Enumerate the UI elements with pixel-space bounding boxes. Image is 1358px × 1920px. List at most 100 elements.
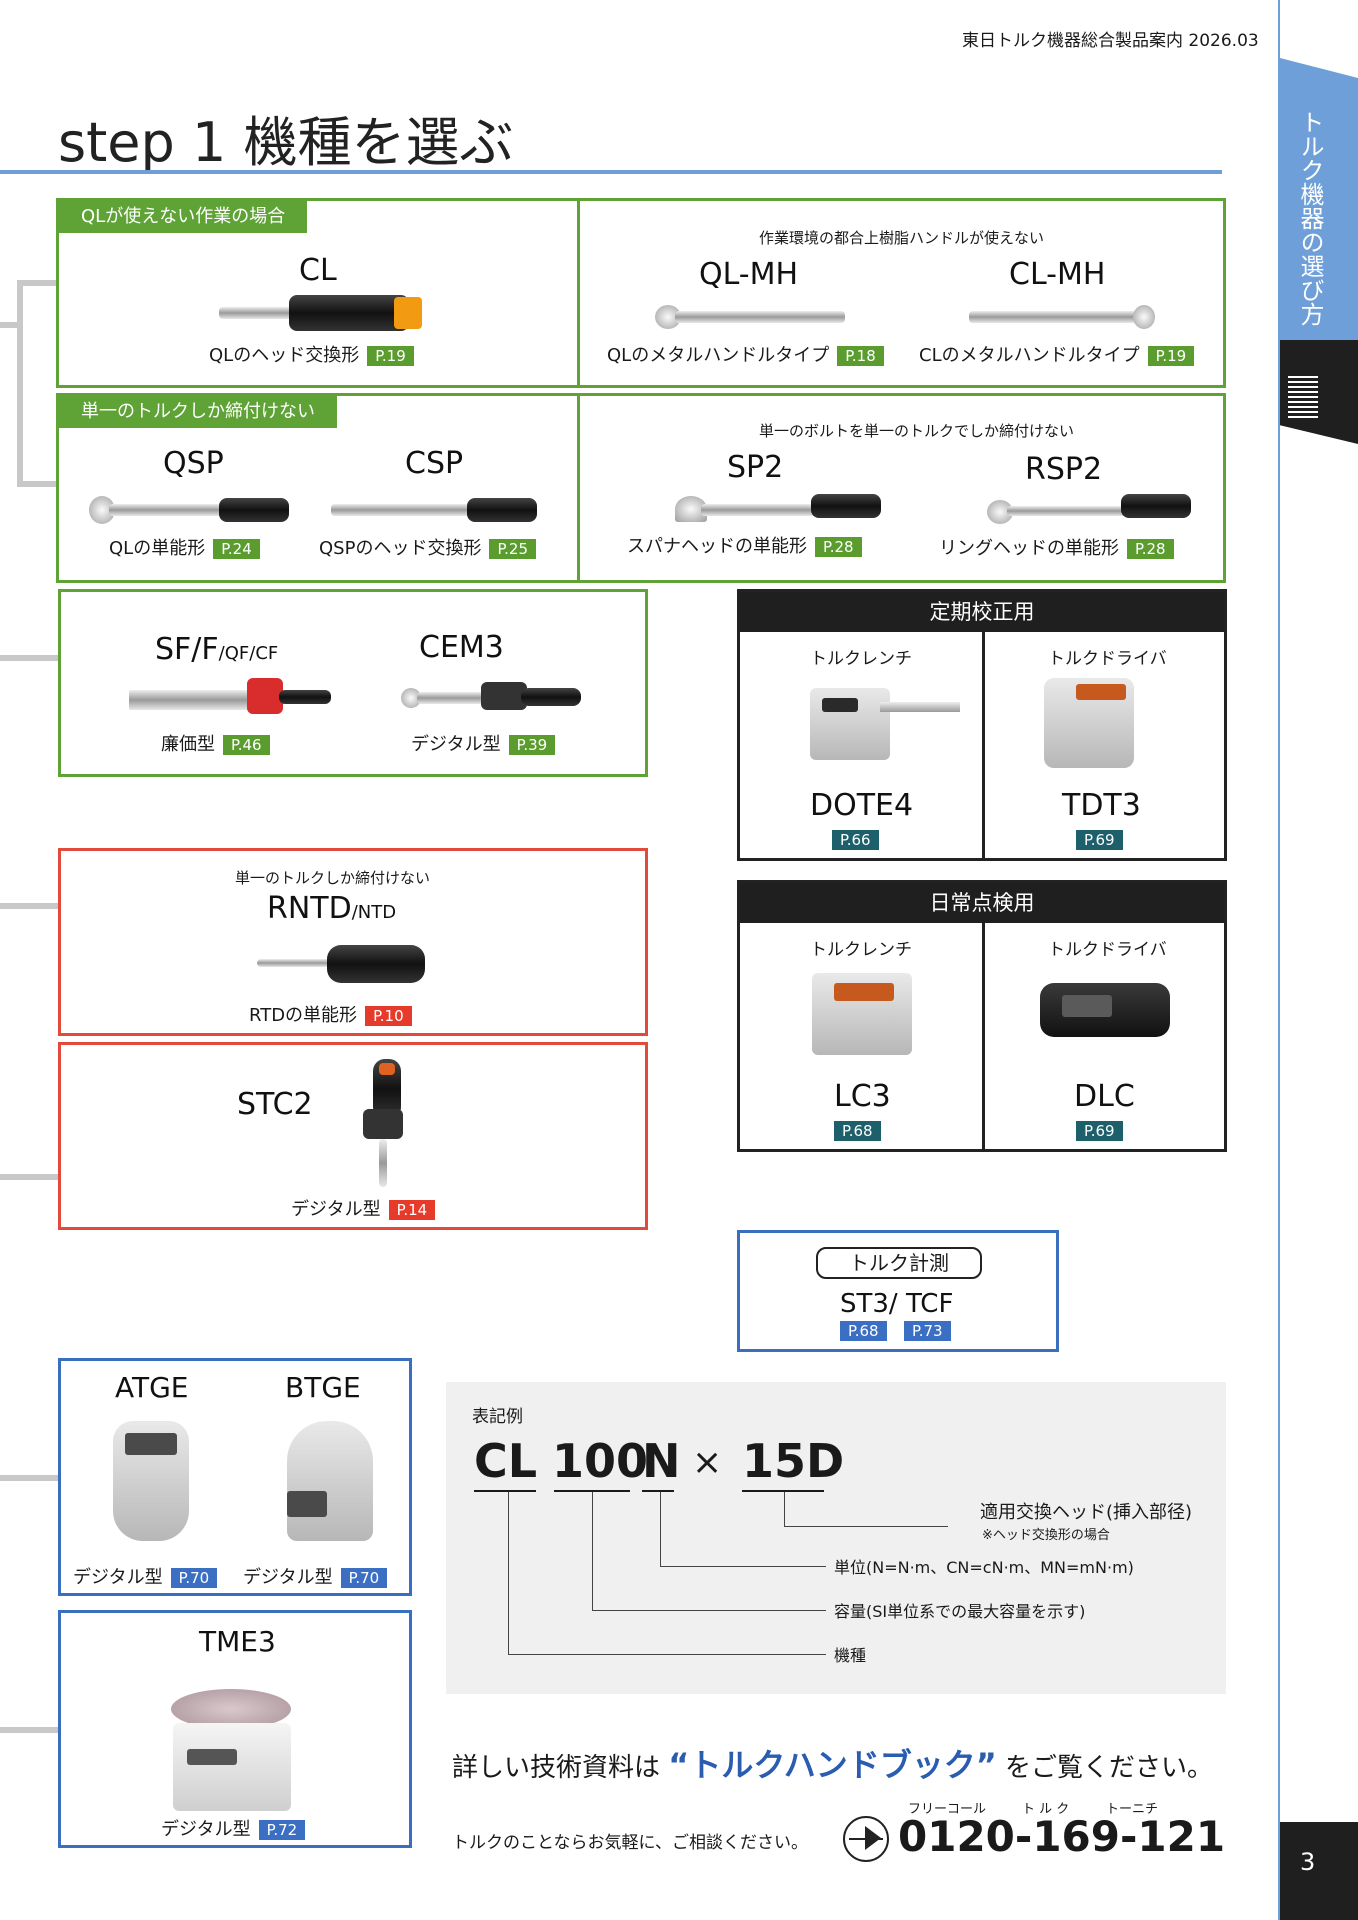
qsp-model: QSP [163,446,224,481]
sff-model: SF/F/QF/CF [155,632,279,667]
tme3-plate-image [171,1689,291,1729]
rsp2-model: RSP2 [1025,452,1103,487]
sff-page-tag[interactable]: P.46 [223,735,270,755]
underline-capacity [554,1490,630,1492]
stc2-driver-image [357,1059,417,1187]
page-title: step 1 機種を選ぶ [58,111,514,174]
handbook-title[interactable]: “トルクハンドブック” [668,1746,997,1784]
leader-capacity-h [592,1610,826,1611]
daily-wrench-label: トルクレンチ [810,940,912,960]
notation-panel: 表記例 CL 100 N × 15D 適用交換ヘッド(挿入部径) ※ヘッド交換形… [446,1382,1226,1694]
dote4-display [822,698,858,712]
cl-wrench-image [219,293,429,333]
atge-page-tag[interactable]: P.70 [170,1568,218,1588]
dote4-page-tag[interactable]: P.66 [832,830,879,850]
btge-model: BTGE [285,1371,361,1404]
phone-ruby-1: ト ル ク [1022,1802,1070,1817]
leader-model-v [508,1492,509,1654]
sp2-page-tag[interactable]: P.28 [815,537,862,557]
connector-1 [0,322,20,328]
btge-image [287,1421,373,1541]
connector-4 [0,1174,58,1180]
sp2-wrench-image [675,492,885,522]
stc2-model: STC2 [237,1087,313,1122]
stc2-page-tag[interactable]: P.14 [388,1200,436,1220]
measure-page-tag-1[interactable]: P.68 [840,1321,887,1341]
dlc-display [1062,995,1112,1017]
btge-page-tag[interactable]: P.70 [340,1568,388,1588]
measure-model: ST3/ TCF [840,1289,954,1319]
qsp-page-tag[interactable]: P.24 [213,539,260,559]
rntd-model: RNTD/NTD [267,891,397,926]
qlmh-model: QL-MH [699,257,799,292]
rntd-note: 単一のトルクしか締付けない [235,869,431,887]
sidebar-tab[interactable] [1280,58,1358,340]
tme3-display [187,1749,237,1765]
clmh-page-tag[interactable]: P.19 [1147,346,1195,366]
rsp2-page-tag[interactable]: P.28 [1127,539,1174,559]
page-number: 3 [1300,1848,1316,1876]
lc3-page-tag[interactable]: P.68 [834,1121,881,1141]
leader-unit-v [660,1492,661,1566]
sidebar-tab-label: トルク機器の選び方 [1296,110,1324,326]
freecall-icon [843,1816,889,1862]
leader-head-v [784,1492,785,1526]
index-tab-icon [1288,376,1318,420]
measure-page-tag-2[interactable]: P.73 [904,1321,951,1341]
notation-desc-capacity: 容量(SI単位系での最大容量を示す) [834,1602,1086,1621]
daily-driver-label: トルクドライバ [1048,940,1167,960]
csp-model: CSP [405,446,464,481]
cl-page-tag[interactable]: P.19 [367,346,414,366]
rntd-driver-image [257,943,427,983]
connector-5 [0,1475,58,1481]
dlc-page-tag[interactable]: P.69 [1076,1121,1123,1141]
divider [982,632,985,858]
rntd-page-tag[interactable]: P.10 [365,1006,412,1026]
title-rule [0,170,1222,174]
lc3-display [834,983,894,1001]
tdt3-display [1076,684,1126,700]
dlc-model: DLC [1074,1079,1135,1114]
csp-page-tag[interactable]: P.25 [489,539,537,559]
underline-model [474,1490,536,1492]
measure-box: トルク計測 ST3/ TCF P.68 P.73 [737,1230,1059,1352]
calibration-box: 定期校正用 トルクレンチ トルクドライバ DOTE4 P.66 TDT3 P.6… [737,589,1227,861]
notation-desc-model: 機種 [834,1646,867,1665]
notation-part-head: 15D [742,1434,845,1488]
underline-unit [642,1490,674,1492]
sidebar-line [1278,0,1280,1920]
freecall-label: フリーコール [908,1802,987,1817]
connector-bracket-top [17,280,59,286]
metal-handle-note: 作業環境の都合上樹脂ハンドルが使えない [759,229,1045,247]
connector-bracket-v [17,280,23,487]
divider [577,396,580,580]
contact-text: トルクのことならお気軽に、ご相談ください。 [452,1833,808,1853]
divider [982,923,985,1149]
tdt3-page-tag[interactable]: P.69 [1076,830,1123,850]
dote4-model: DOTE4 [810,788,914,823]
qlmh-page-tag[interactable]: P.18 [837,346,884,366]
phone-number[interactable]: 0120-169-121 [898,1812,1226,1861]
tme3-model: TME3 [199,1625,276,1658]
lc3-model: LC3 [834,1079,891,1114]
cem3-page-tag[interactable]: P.39 [508,735,556,755]
notation-desc-head: 適用交換ヘッド(挿入部径) [980,1502,1193,1523]
notation-label: 表記例 [472,1407,523,1427]
notation-part-capacity: 100 [552,1434,649,1488]
connector-2 [0,655,58,661]
notation-times: × [692,1442,723,1483]
tdt3-model: TDT3 [1062,788,1141,823]
leader-head-h [784,1526,948,1527]
tme3-page-tag[interactable]: P.72 [258,1820,306,1840]
single-torque-label: 単一のトルクしか締付けない [59,396,337,428]
